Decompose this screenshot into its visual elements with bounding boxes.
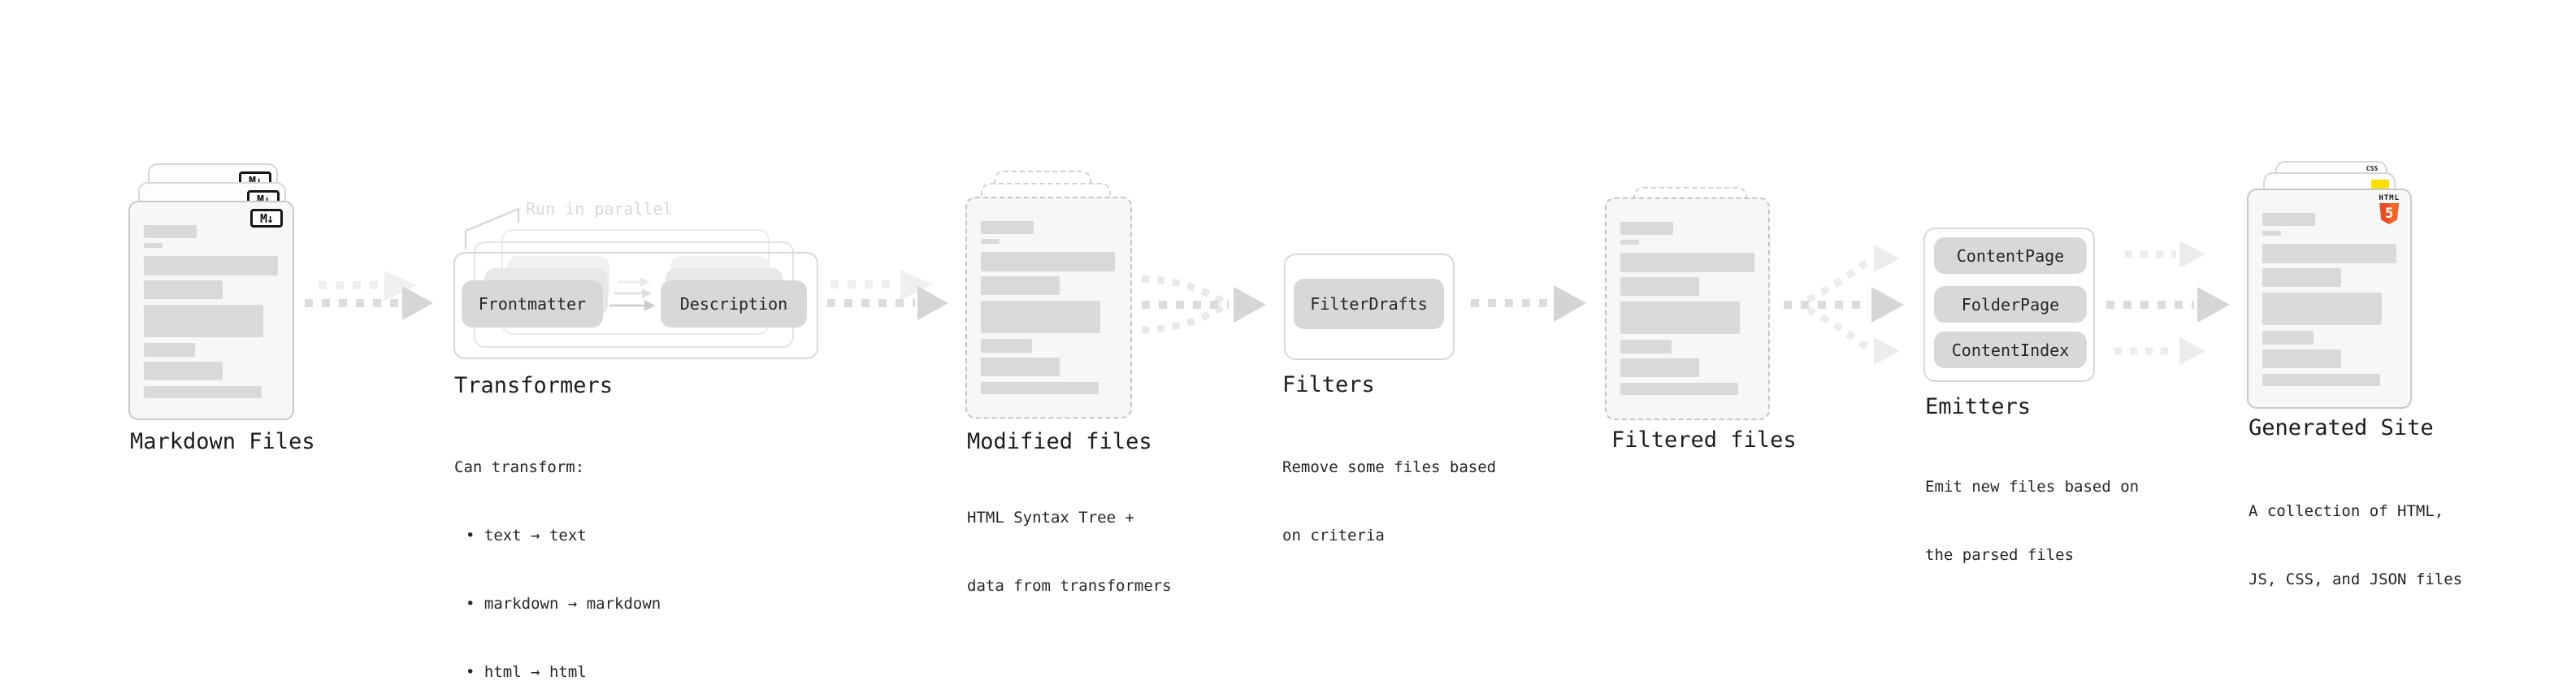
doc-content-bar — [1620, 222, 1673, 235]
emitters-description: Emit new files based on the parsed files — [1925, 430, 2139, 612]
doc-content-bar — [144, 243, 163, 248]
html5-icon: HTML 5 — [2379, 194, 2400, 224]
doc-content-bar — [981, 239, 1000, 244]
run-in-parallel-annotation: Run in parallel — [526, 199, 673, 219]
doc-content-bar — [1620, 340, 1672, 354]
doc-content-bar — [144, 305, 263, 337]
transformer-card-front — [453, 252, 818, 359]
doc-content-placeholder — [2262, 213, 2396, 386]
modified-doc-front — [965, 197, 1132, 419]
emitters-desc-line: Emit new files based on — [1925, 478, 2140, 496]
stage-title-filters: Filters — [1282, 372, 1375, 397]
filters-description: Remove some files based on criteria — [1282, 410, 1496, 592]
filters-desc-line: on criteria — [1282, 527, 1385, 544]
doc-content-bar — [1620, 253, 1754, 272]
modified-description: HTML Syntax Tree + data from transformer… — [967, 461, 1172, 643]
folderpage-chip: FolderPage — [1934, 286, 2087, 323]
filterdrafts-chip: FilterDrafts — [1294, 279, 1444, 329]
markdown-doc-front: M↓ — [128, 201, 294, 420]
js-icon — [2371, 180, 2389, 191]
doc-content-bar — [981, 301, 1100, 333]
doc-content-bar — [2262, 293, 2382, 325]
doc-content-bar — [144, 280, 223, 299]
transformers-bullet: • html → html — [466, 663, 587, 681]
doc-content-placeholder — [144, 225, 278, 398]
doc-content-bar — [144, 225, 197, 238]
generated-description: A collection of HTML, JS, CSS, and JSON … — [2249, 454, 2462, 636]
stage-title-emitters: Emitters — [1925, 394, 2032, 419]
modified-desc-line: HTML Syntax Tree + — [967, 509, 1134, 527]
filtered-doc-front — [1605, 197, 1770, 420]
arrow-transformers-to-modified — [827, 270, 948, 320]
html5-icon-label: HTML — [2379, 194, 2400, 202]
description-chip: Description — [661, 280, 807, 327]
doc-content-bar — [2262, 374, 2380, 386]
html5-icon-number: 5 — [2385, 206, 2394, 222]
transformers-desc-heading: Can transform: — [454, 458, 585, 476]
stage-title-generated-site: Generated Site — [2249, 415, 2434, 440]
doc-content-bar — [1620, 277, 1699, 296]
transformers-description: Can transform: • text → text • markdown … — [454, 410, 661, 681]
doc-content-bar — [1620, 383, 1738, 395]
arrow-markdown-to-transformers — [305, 271, 433, 320]
doc-content-bar — [2262, 231, 2281, 236]
generated-desc-line: JS, CSS, and JSON files — [2249, 570, 2463, 588]
doc-content-bar — [981, 382, 1099, 394]
doc-content-bar — [144, 343, 195, 357]
stage-title-markdown-files: Markdown Files — [130, 429, 315, 454]
doc-content-bar — [981, 252, 1115, 271]
doc-content-bar — [981, 358, 1060, 376]
stage-title-modified-files: Modified files — [967, 429, 1152, 454]
doc-content-placeholder — [981, 221, 1115, 394]
generated-desc-line: A collection of HTML, — [2249, 502, 2444, 520]
contentpage-chip: ContentPage — [1934, 237, 2087, 274]
doc-content-bar — [1620, 240, 1639, 245]
doc-content-bar — [2262, 349, 2341, 368]
emitters-desc-line: the parsed files — [1925, 546, 2075, 564]
doc-content-bar — [1620, 301, 1740, 334]
modified-desc-line: data from transformers — [967, 577, 1172, 595]
frontmatter-chip: Frontmatter — [462, 280, 603, 327]
doc-content-bar — [2262, 331, 2314, 345]
transformers-bullet: • text → text — [466, 527, 587, 544]
contentindex-chip: ContentIndex — [1934, 332, 2087, 368]
stage-title-transformers: Transformers — [454, 373, 614, 398]
doc-content-bar — [2262, 268, 2341, 287]
arrow-modified-to-filters-merge — [1141, 275, 1266, 334]
arrow-filtered-to-emitters-fanout — [1784, 245, 1904, 365]
css-icon-label: CSS — [2366, 165, 2379, 172]
doc-content-placeholder — [1620, 222, 1754, 395]
doc-content-bar — [981, 276, 1060, 295]
doc-content-bar — [1620, 358, 1699, 377]
doc-content-bar — [144, 386, 262, 398]
doc-content-bar — [144, 256, 278, 275]
arrow-filters-to-filtered — [1471, 285, 1586, 322]
doc-content-bar — [981, 339, 1032, 353]
markdown-icon: M↓ — [250, 209, 283, 228]
doc-content-bar — [2262, 213, 2315, 226]
doc-content-bar — [144, 362, 223, 380]
doc-content-bar — [981, 221, 1034, 234]
generated-doc-html: HTML 5 — [2247, 189, 2412, 409]
arrow-emitters-to-generated — [2106, 241, 2230, 365]
stage-title-filtered-files: Filtered files — [1611, 427, 1797, 453]
transformers-bullet: • markdown → markdown — [466, 595, 661, 613]
filters-desc-line: Remove some files based — [1282, 458, 1497, 476]
doc-content-bar — [2262, 244, 2396, 263]
